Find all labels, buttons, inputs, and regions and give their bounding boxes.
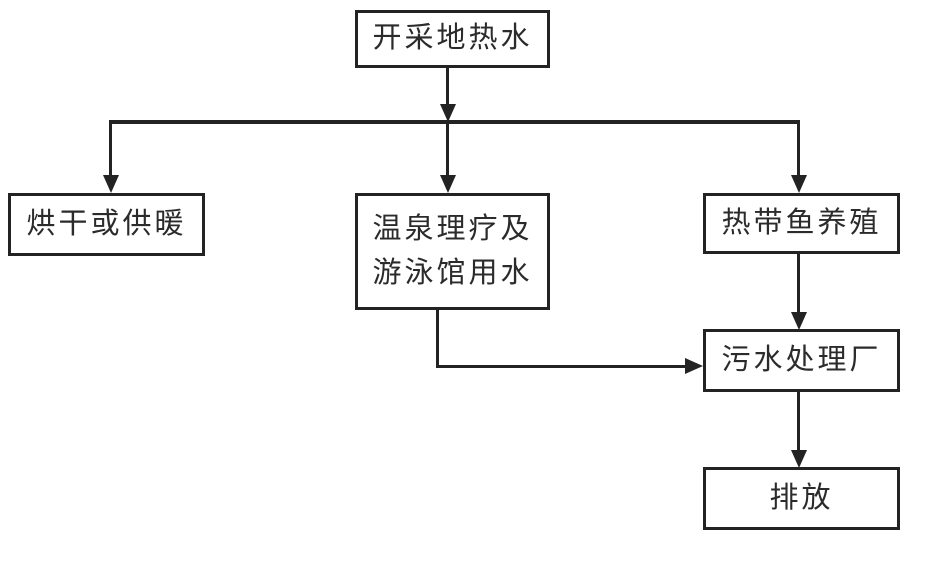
node-discharge: 排放	[703, 467, 900, 530]
arrowhead-down-icon	[103, 175, 119, 193]
arrowhead-down-icon	[791, 450, 807, 468]
node-tropical-fish-farming: 热带鱼养殖	[703, 193, 900, 254]
node-extract-geothermal-water: 开采地热水	[355, 10, 550, 68]
node-drying-or-heating: 烘干或供暖	[8, 193, 205, 256]
node-label: 烘干或供暖	[26, 207, 187, 240]
connector-branch-middle-vertical	[446, 120, 449, 176]
arrowhead-down-icon	[791, 175, 807, 193]
node-label: 开采地热水	[372, 22, 533, 55]
node-label: 热带鱼养殖	[721, 206, 882, 239]
connector-hotspring-elbow-horizontal	[436, 365, 686, 368]
node-hotspring-therapy-pool-water: 温泉理疗及 游泳馆用水	[355, 193, 550, 310]
connector-hotspring-elbow-vertical	[436, 308, 439, 368]
connector-sewage-to-discharge	[797, 390, 800, 451]
connector-branch-right-vertical	[797, 120, 800, 176]
node-label: 排放	[769, 481, 834, 514]
connector-fish-to-sewage	[797, 251, 800, 313]
connector-extract-stem	[446, 66, 449, 106]
node-sewage-treatment-plant: 污水处理厂	[703, 329, 900, 392]
connector-branch-left-vertical	[109, 120, 112, 176]
connector-branch-horizontal	[109, 120, 800, 124]
node-label: 污水处理厂	[721, 343, 882, 376]
arrowhead-down-icon	[440, 104, 456, 122]
arrowhead-down-icon	[440, 175, 456, 193]
node-label-line1: 温泉理疗及	[372, 213, 533, 245]
arrowhead-right-icon	[685, 358, 703, 374]
node-label-line2: 游泳馆用水	[372, 256, 533, 289]
arrowhead-down-icon	[791, 312, 807, 330]
